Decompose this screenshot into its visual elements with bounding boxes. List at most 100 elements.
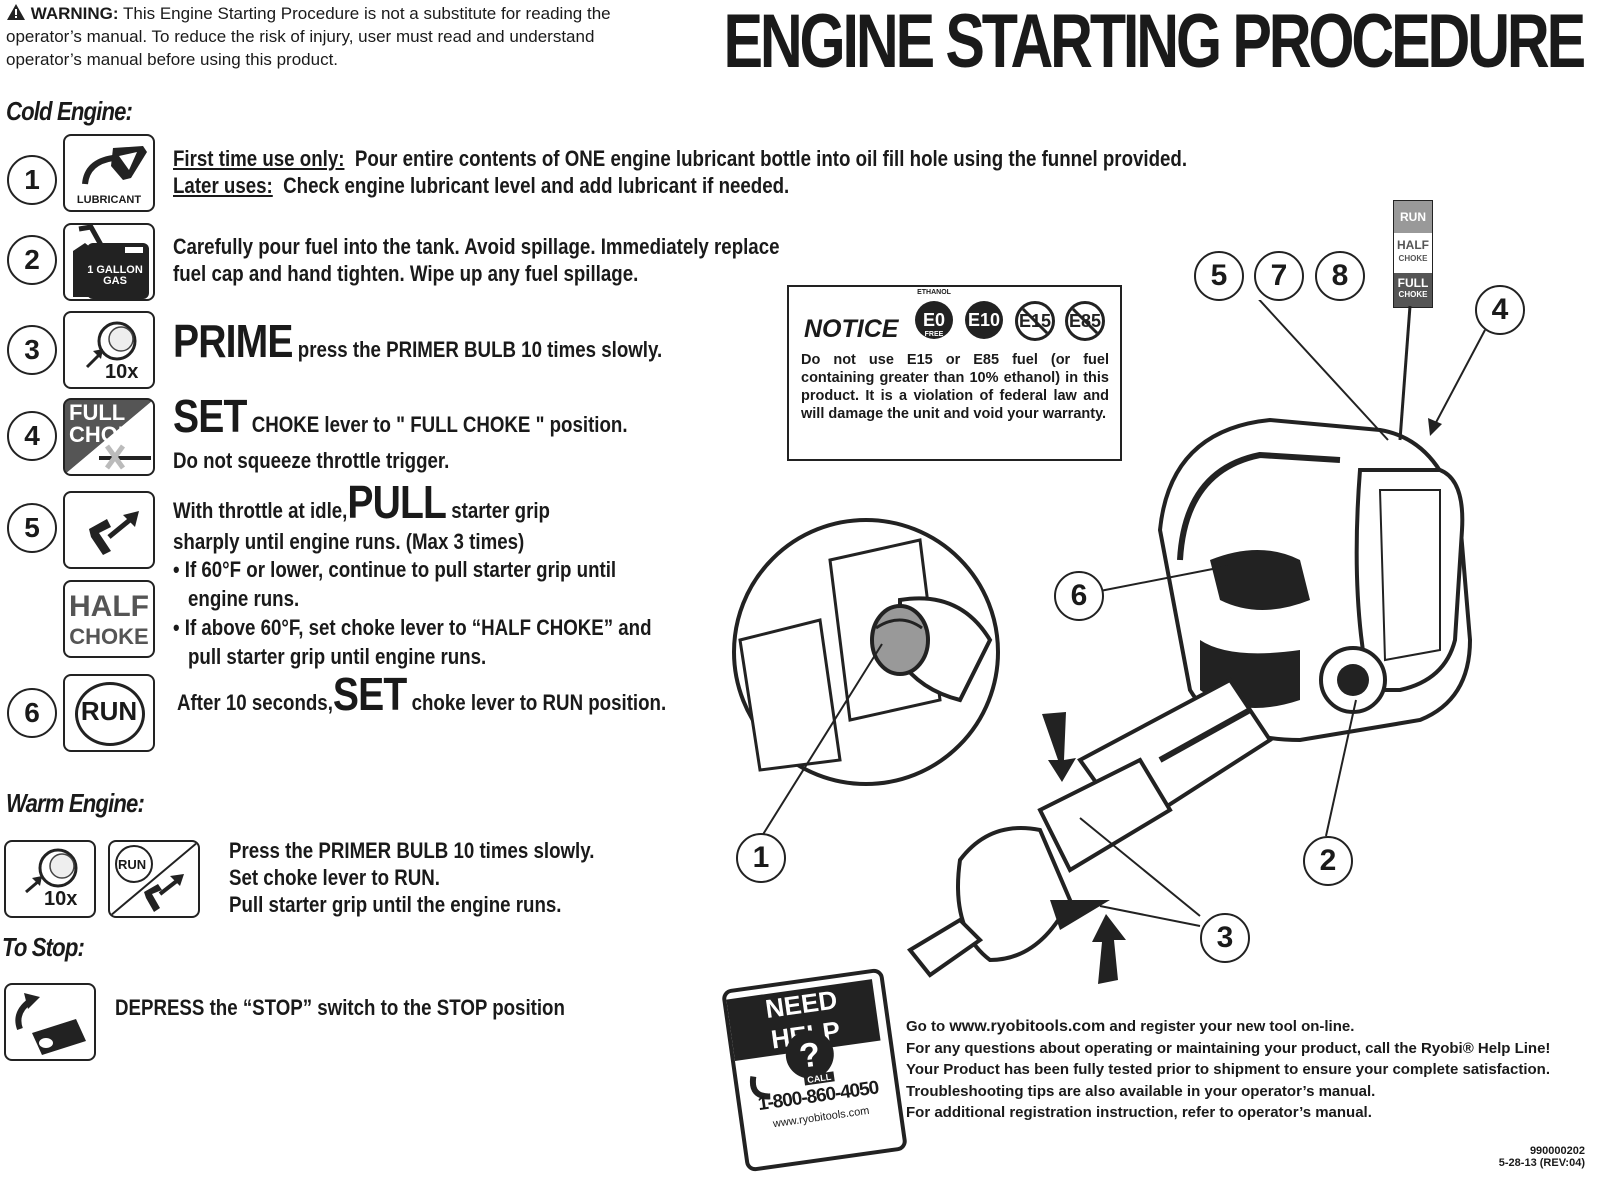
warning-text-block: WARNING: This Engine Starting Procedure … — [6, 2, 616, 71]
help-line-3: Your Product has been fully tested prior… — [906, 1061, 1550, 1078]
step-5-post-text: starter grip — [451, 498, 550, 523]
warning-triangle-icon — [7, 4, 25, 20]
step-1-later-uses-label: Later uses: — [173, 173, 273, 198]
notice-body: Do not use E15 or E85 fuel (or fuel cont… — [801, 352, 1109, 422]
gas-can-label: 1 GALLON GAS — [87, 264, 143, 287]
fuel-notice-box: NOTICE E0 ETHANOL FREE E10 E15 E85 Do no… — [787, 285, 1122, 461]
step-3-text: PRIME press the PRIMER BULB 10 times slo… — [173, 318, 663, 364]
step-6-pre-text: After 10 seconds, — [177, 690, 333, 715]
step-4-line-1: SET CHOKE lever to " FULL CHOKE " positi… — [173, 393, 628, 439]
step-5-line-1: With throttle at idle,PULL starter grip — [173, 479, 550, 525]
half-choke-icon: HALF CHOKE — [63, 580, 155, 658]
help-line-4: Troubleshooting tips are also available … — [906, 1082, 1376, 1100]
choke-full-block: FULL CHOKE — [1394, 273, 1432, 307]
callout-3: 3 — [1200, 913, 1250, 963]
pull-starter-icon — [63, 491, 155, 569]
e0-badge-label: E0 — [922, 310, 946, 330]
step-5-bullet-1: • If 60°F or lower, continue to pull sta… — [173, 557, 617, 582]
step-6-set-word: SET — [332, 668, 407, 720]
warm-primer-icon: 10x — [4, 840, 96, 918]
step-number-5: 5 — [7, 503, 57, 553]
step-number-3: 3 — [7, 325, 57, 375]
step-number-1: 1 — [7, 155, 57, 205]
choke-full-label: FULL — [1397, 276, 1429, 290]
page-title: ENGINE STARTING PROCEDURE — [723, 0, 1586, 84]
notice-title: NOTICE — [804, 315, 899, 343]
free-arc-label: FREE — [924, 331, 944, 338]
choke-run-label: RUN — [1394, 201, 1432, 233]
gas-can-icon: 1 GALLON GAS — [63, 223, 155, 301]
lubricant-icon-label: LUBRICANT — [76, 194, 142, 206]
e85-badge-prohibited: E85 — [1065, 301, 1105, 341]
trimmer-engine-illustration — [732, 300, 1486, 984]
step-number-4: 4 — [7, 411, 57, 461]
warning-text: This Engine Starting Procedure is not a … — [6, 4, 611, 69]
part-number: 990000202 — [1529, 1145, 1585, 1157]
cold-engine-heading: Cold Engine: — [6, 96, 133, 126]
ryobitools-link[interactable]: www.ryobitools.com — [949, 1018, 1106, 1035]
step-4-set-word: SET — [173, 390, 247, 442]
lubricant-icon: LUBRICANT — [63, 134, 155, 212]
choke-half-sub-label: CHOKE — [1398, 254, 1428, 263]
step-1-later-uses-text: Check engine lubricant level and add lub… — [283, 173, 790, 198]
step-6-post-text: choke lever to RUN position. — [411, 690, 667, 715]
half-choke-bottom-label: CHOKE — [69, 624, 149, 649]
revision-date: 5-28-13 (REV:04) — [1498, 1157, 1585, 1169]
step-5-bullet-2b: pull starter grip until engine runs. — [188, 644, 487, 669]
to-stop-heading: To Stop: — [2, 932, 85, 962]
step-5-bullet-1a: If 60°F or lower, continue to pull start… — [184, 557, 617, 582]
step-4-line-2: Do not squeeze throttle trigger. — [173, 448, 450, 473]
callout-6: 6 — [1054, 571, 1104, 621]
step-number-2: 2 — [7, 235, 57, 285]
callout-2: 2 — [1303, 836, 1353, 886]
help-line-1-pre: Go to — [906, 1018, 946, 1035]
choke-half-label: HALF — [1397, 238, 1429, 252]
warm-line-2: Set choke lever to RUN. — [229, 865, 440, 890]
callout-5: 5 — [1194, 251, 1244, 301]
step-1-first-time-label: First time use only: — [173, 146, 345, 171]
warm-engine-heading: Warm Engine: — [6, 788, 145, 818]
warm-line-1: Press the PRIMER BULB 10 times slowly. — [229, 838, 595, 863]
step-5-line-2: sharply until engine runs. (Max 3 times) — [173, 529, 525, 554]
step-5-bullet-1b: engine runs. — [188, 586, 300, 611]
warm-primer-count: 10x — [44, 888, 78, 910]
run-icon-label: RUN — [80, 696, 138, 726]
step-4-instruction: CHOKE lever to " FULL CHOKE " position. — [251, 412, 628, 437]
choke-full-sub-label: CHOKE — [1398, 290, 1428, 299]
step-6-text: After 10 seconds,SET choke lever to RUN … — [177, 671, 667, 717]
need-help-logo: NEED HELP ? CALL 1-800-860-4050 www.ryob… — [720, 967, 909, 1173]
warm-line-3: Pull starter grip until the engine runs. — [229, 892, 562, 917]
e10-badge: E10 — [965, 301, 1003, 339]
to-stop-text: DEPRESS the “STOP” switch to the STOP po… — [115, 995, 565, 1020]
step-2-line-2: fuel cap and hand tighten. Wipe up any f… — [173, 261, 639, 286]
help-line-1-post: and register your new tool on-line. — [1109, 1018, 1355, 1035]
phone-question-icon: ? — [749, 1030, 834, 1100]
callout-8: 8 — [1315, 251, 1365, 301]
step-5-bullet-2a: If above 60°F, set choke lever to “HALF … — [184, 615, 652, 640]
full-choke-label: FULL CHOKE — [69, 400, 149, 447]
primer-bulb-icon: 10x — [63, 311, 155, 389]
callout-7: 7 — [1254, 251, 1304, 301]
half-choke-top-label: HALF — [69, 590, 149, 623]
help-line-1: Go to www.ryobitools.com and register yo… — [906, 1016, 1550, 1038]
full-choke-icon: FULL CHOKE — [63, 398, 155, 476]
step-5-bullet-2: • If above 60°F, set choke lever to “HAL… — [173, 615, 652, 640]
primer-count-label: 10x — [105, 361, 139, 383]
help-line-2: For any questions about operating or mai… — [906, 1039, 1551, 1057]
step-3-instruction: press the PRIMER BULB 10 times slowly. — [297, 337, 663, 362]
help-line-5: For additional registration instruction,… — [906, 1104, 1372, 1121]
ethanol-arc-label: ETHANOL — [917, 289, 951, 296]
step-2-line-1: Carefully pour fuel into the tank. Avoid… — [173, 234, 780, 259]
step-1-line-2: Later uses: Check engine lubricant level… — [173, 172, 789, 200]
step-5-pull-word: PULL — [347, 476, 447, 528]
step-1-line-1: First time use only: Pour entire content… — [173, 145, 1187, 173]
stop-switch-icon — [4, 983, 96, 1061]
part-number-block: 990000202 5-28-13 (REV:04) — [1499, 1145, 1585, 1169]
svg-text:?: ? — [797, 1035, 823, 1076]
callout-4: 4 — [1475, 285, 1525, 335]
callout-1: 1 — [736, 833, 786, 883]
e0-badge: E0 ETHANOL FREE — [915, 289, 953, 339]
run-icon: RUN — [63, 674, 155, 752]
step-3-prime-word: PRIME — [173, 315, 293, 367]
